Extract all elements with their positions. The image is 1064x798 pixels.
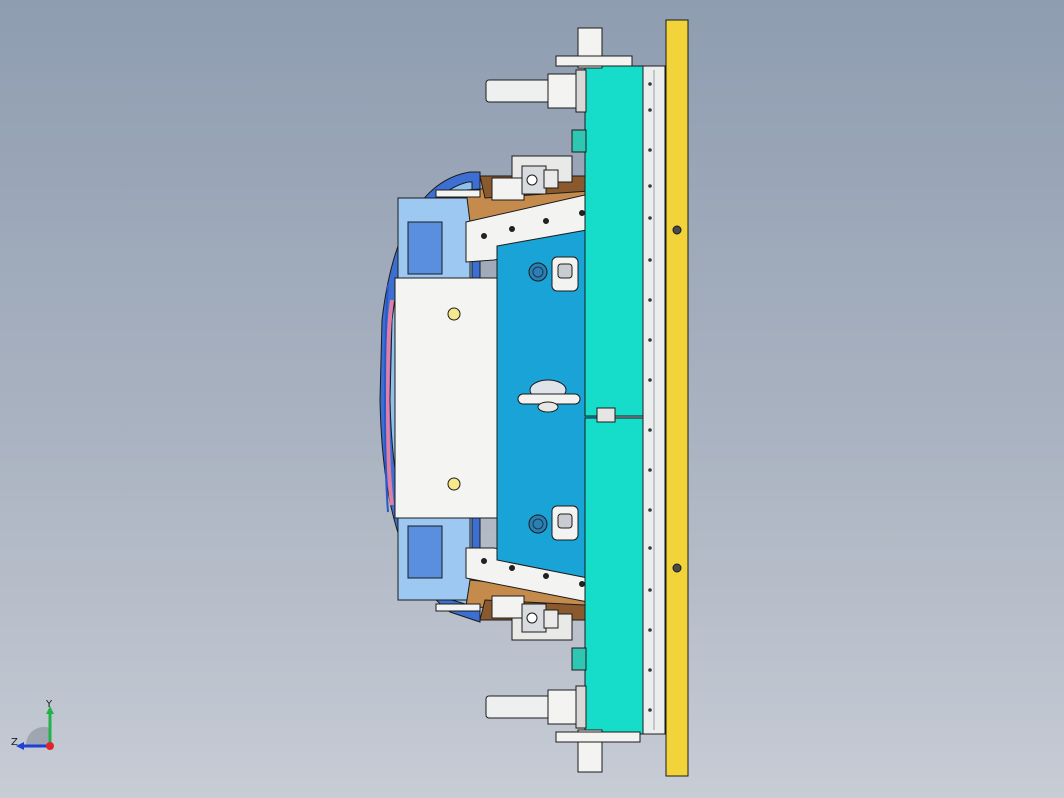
plate-bolt bbox=[672, 225, 682, 235]
triad-shadow-arc bbox=[25, 726, 50, 746]
triad-z-label: Z bbox=[11, 737, 18, 748]
cyan-block-notch bbox=[596, 407, 616, 423]
central-white-block bbox=[394, 277, 498, 519]
lower-blue-slot bbox=[407, 525, 443, 579]
plate-bolt bbox=[672, 563, 682, 573]
locator-pin bbox=[528, 262, 548, 282]
bolt-head bbox=[447, 307, 461, 321]
locator-pin bbox=[528, 514, 548, 534]
triad-y-label: Y bbox=[45, 699, 53, 710]
upper-clamp-arm bbox=[491, 177, 525, 201]
bottom-bracket bbox=[555, 731, 641, 743]
cyan-base-block-lower bbox=[584, 417, 644, 735]
triad-origin bbox=[46, 742, 54, 750]
lower-tab-bracket bbox=[435, 603, 481, 612]
orientation-triad: Y Z bbox=[11, 699, 54, 750]
upper-bracket-block bbox=[571, 129, 587, 153]
lower-clamp-arm bbox=[491, 595, 525, 619]
top-bracket bbox=[555, 55, 633, 67]
upper-tab-bracket bbox=[435, 189, 481, 198]
part-lip bbox=[384, 284, 389, 513]
lower-cylinder bbox=[485, 695, 551, 719]
upper-cylinder bbox=[485, 79, 551, 103]
upper-blue-slot bbox=[407, 221, 443, 275]
cyan-base-block-upper bbox=[584, 65, 644, 417]
pink-edge-strip bbox=[385, 299, 394, 506]
bolt-head bbox=[447, 477, 461, 491]
rail-bolts bbox=[648, 82, 652, 712]
yellow-mounting-plate bbox=[665, 19, 689, 777]
